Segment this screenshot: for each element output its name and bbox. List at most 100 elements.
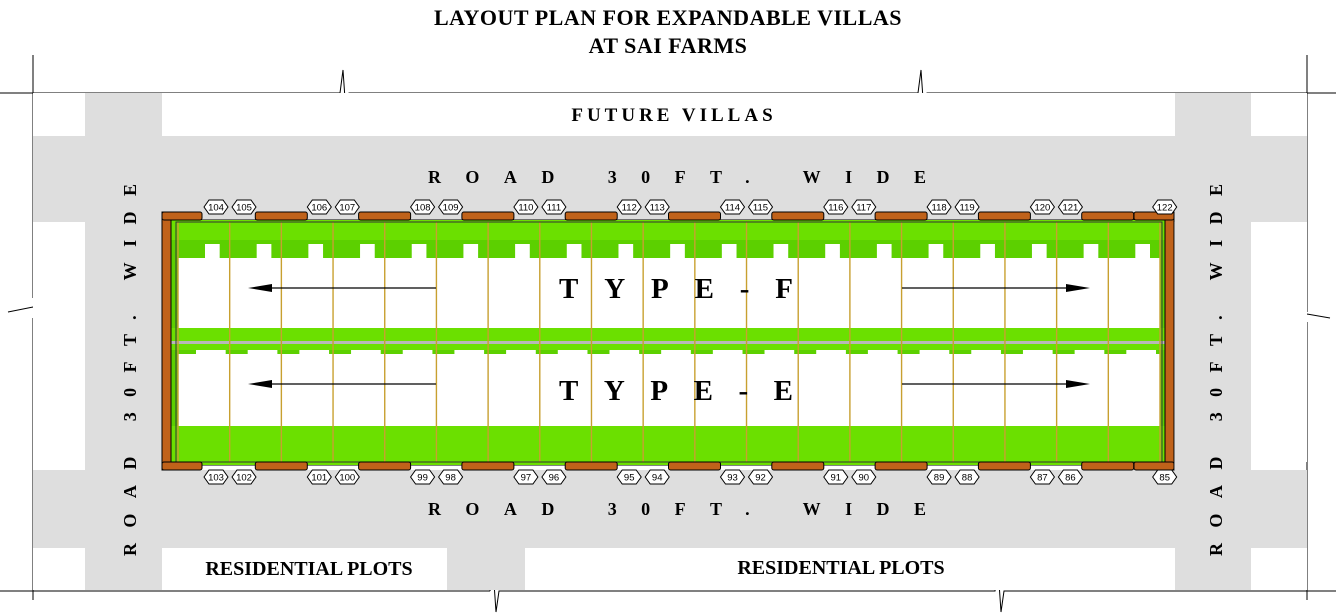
plot-number-tag: 96 xyxy=(541,469,567,485)
boundary-wall-segment xyxy=(1081,461,1135,471)
boundary-wall-segment xyxy=(771,461,825,471)
plot-number: 107 xyxy=(339,203,355,214)
villa-unit-type-e xyxy=(849,350,902,426)
plot-number-tag: 89 xyxy=(926,469,952,485)
plot-number-tag: 122 xyxy=(1152,199,1178,215)
plot-number: 110 xyxy=(518,203,533,214)
plot-number: 101 xyxy=(311,473,327,484)
residential-plots-right xyxy=(525,548,1175,590)
plot-number: 95 xyxy=(624,473,635,484)
future-villas-label: FUTURE VILLAS xyxy=(571,105,776,126)
plot-number-tag: 114 xyxy=(719,199,746,215)
plot-number: 90 xyxy=(859,473,870,484)
plot-number-tag: 115 xyxy=(747,199,774,215)
villa-unit-type-f xyxy=(333,244,385,328)
plot-number: 94 xyxy=(652,473,663,484)
plot-number: 103 xyxy=(208,473,224,484)
plot-number-tag: 104 xyxy=(203,199,229,215)
plot-number-tag: 98 xyxy=(437,469,464,485)
villa-unit-type-f xyxy=(849,244,902,328)
plot-number: 104 xyxy=(208,203,224,214)
plot-number: 87 xyxy=(1037,473,1048,484)
plot-number: 122 xyxy=(1157,203,1173,214)
plot-number: 117 xyxy=(856,203,871,214)
villa-unit-type-f xyxy=(953,244,1005,328)
villa-unit-type-f xyxy=(591,244,644,328)
villa-block xyxy=(161,211,1175,471)
plot-number: 92 xyxy=(755,473,766,484)
villa-unit-type-e xyxy=(798,350,850,426)
boundary-wall-segment xyxy=(977,461,1031,471)
plot-number-tag: 109 xyxy=(437,199,464,215)
plot-number: 85 xyxy=(1159,473,1170,484)
boundary-wall-segment xyxy=(254,211,308,221)
villa-unit-type-e xyxy=(436,350,489,426)
plot-number: 93 xyxy=(727,473,738,484)
plot-number: 120 xyxy=(1034,203,1050,214)
direction-arrows xyxy=(248,284,1090,388)
villa-unit-type-f xyxy=(178,244,230,328)
villa-unit-type-f xyxy=(1004,244,1057,328)
road-right xyxy=(1175,93,1251,590)
plot-number: 113 xyxy=(650,203,665,214)
plot-number: 118 xyxy=(932,203,947,214)
plot-number: 86 xyxy=(1065,473,1076,484)
villa-unit-type-e xyxy=(1108,350,1160,426)
right-plot-upper xyxy=(1251,93,1307,136)
plot-number: 96 xyxy=(549,473,560,484)
road-right-label: ROAD 30FT. WIDE xyxy=(1206,184,1226,556)
villa-unit-type-f xyxy=(436,244,489,328)
plot-number: 106 xyxy=(311,203,327,214)
plan-title-line-2: AT SAI FARMS xyxy=(588,33,748,58)
villa-unit-type-f xyxy=(694,244,747,328)
right-plot-lower xyxy=(1251,548,1307,590)
plot-number: 109 xyxy=(443,203,459,214)
plot-number: 108 xyxy=(415,203,431,214)
boundary-wall-segment xyxy=(461,461,515,471)
plot-number-tag: 101 xyxy=(306,469,332,485)
villa-unit-type-e xyxy=(643,350,695,426)
plot-number-tag: 90 xyxy=(851,469,877,485)
plot-number: 88 xyxy=(962,473,973,484)
boundary-wall-segment xyxy=(874,211,928,221)
plot-number: 105 xyxy=(236,203,252,214)
plot-number: 97 xyxy=(521,473,532,484)
villa-unit-type-e xyxy=(333,350,385,426)
villa-unit-type-f xyxy=(901,244,954,328)
boundary-wall-segment xyxy=(254,461,308,471)
villa-unit-type-e xyxy=(953,350,1005,426)
plot-number-tag: 100 xyxy=(334,469,360,485)
plot-number-tag: 92 xyxy=(747,469,774,485)
villa-unit-type-f xyxy=(798,244,850,328)
plot-number-tag: 107 xyxy=(334,199,360,215)
boundary-wall-segment xyxy=(771,211,825,221)
plot-number: 121 xyxy=(1062,203,1078,214)
plot-number-tag: 102 xyxy=(231,469,257,485)
villa-unit-type-f xyxy=(643,244,695,328)
plan-title-line-1: LAYOUT PLAN FOR EXPANDABLE VILLAS xyxy=(434,5,902,30)
plot-number-tag: 113 xyxy=(644,199,670,215)
boundary-wall-segment xyxy=(977,211,1031,221)
villa-unit-type-e xyxy=(746,350,799,426)
plot-number-tag: 105 xyxy=(231,199,257,215)
plot-number-tag: 91 xyxy=(823,469,849,485)
plot-number-tag: 86 xyxy=(1057,469,1084,485)
plot-number-tag: 119 xyxy=(954,199,980,215)
road-mid-strip xyxy=(447,548,525,590)
villa-unit-type-e xyxy=(488,350,540,426)
left-plot-upper xyxy=(33,93,85,136)
plot-number-tag: 110 xyxy=(513,199,539,215)
villa-unit-type-e xyxy=(591,350,644,426)
boundary-wall-segment xyxy=(358,461,412,471)
left-plot-lower xyxy=(33,548,85,590)
plot-number: 102 xyxy=(236,473,252,484)
plot-number-tag: 120 xyxy=(1029,199,1056,215)
road-left xyxy=(85,93,162,590)
plot-number-tag: 95 xyxy=(616,469,642,485)
plot-number: 115 xyxy=(753,203,768,214)
left-plot-mid xyxy=(33,222,85,470)
plot-number-tag: 87 xyxy=(1029,469,1056,485)
residential-plots-right-label: RESIDENTIAL PLOTS xyxy=(737,557,944,579)
